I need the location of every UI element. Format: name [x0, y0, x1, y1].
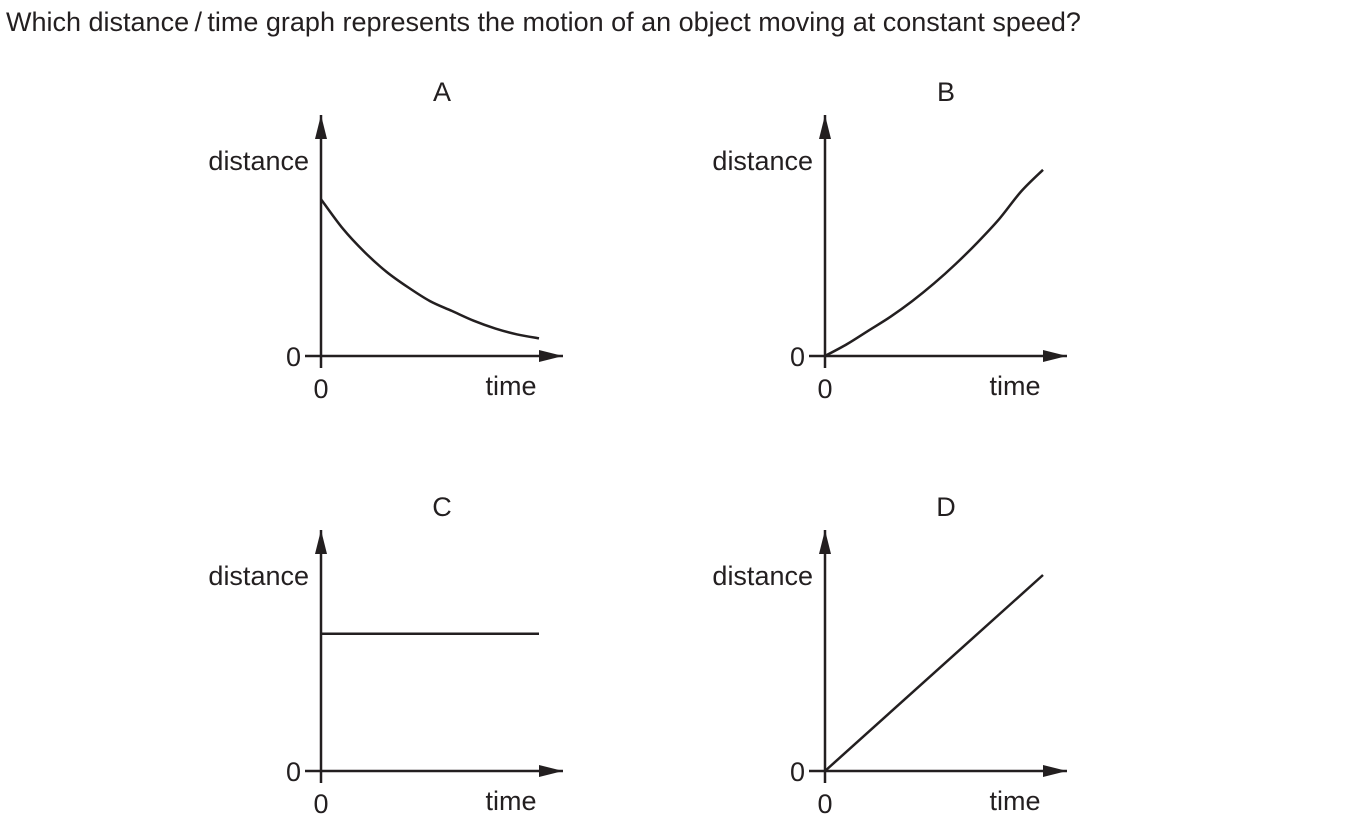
graph-title: B — [937, 77, 955, 107]
x-tick-label: 0 — [313, 789, 328, 819]
y-tick-label: 0 — [790, 342, 805, 372]
x-axis-label: time — [485, 786, 536, 816]
y-tick-label: 0 — [286, 342, 301, 372]
y-tick-label: 0 — [286, 757, 301, 787]
y-axis-label: distance — [712, 561, 813, 591]
series-line — [824, 574, 1044, 772]
x-axis-label: time — [989, 371, 1040, 401]
y-axis-label: distance — [712, 146, 813, 176]
y-tick-label: 0 — [790, 757, 805, 787]
x-tick-label: 0 — [817, 789, 832, 819]
series-line — [824, 168, 1044, 358]
graph-title: D — [936, 492, 956, 522]
x-axis-label: time — [989, 786, 1040, 816]
series-line — [319, 198, 540, 340]
x-axis-label: time — [485, 371, 536, 401]
question-text: Which distance / time graph represents t… — [6, 7, 1081, 37]
graph-title: A — [433, 77, 451, 107]
graph-title: C — [432, 492, 452, 522]
x-tick-label: 0 — [817, 374, 832, 404]
y-axis-label: distance — [208, 561, 309, 591]
x-tick-label: 0 — [313, 374, 328, 404]
y-axis-label: distance — [208, 146, 309, 176]
